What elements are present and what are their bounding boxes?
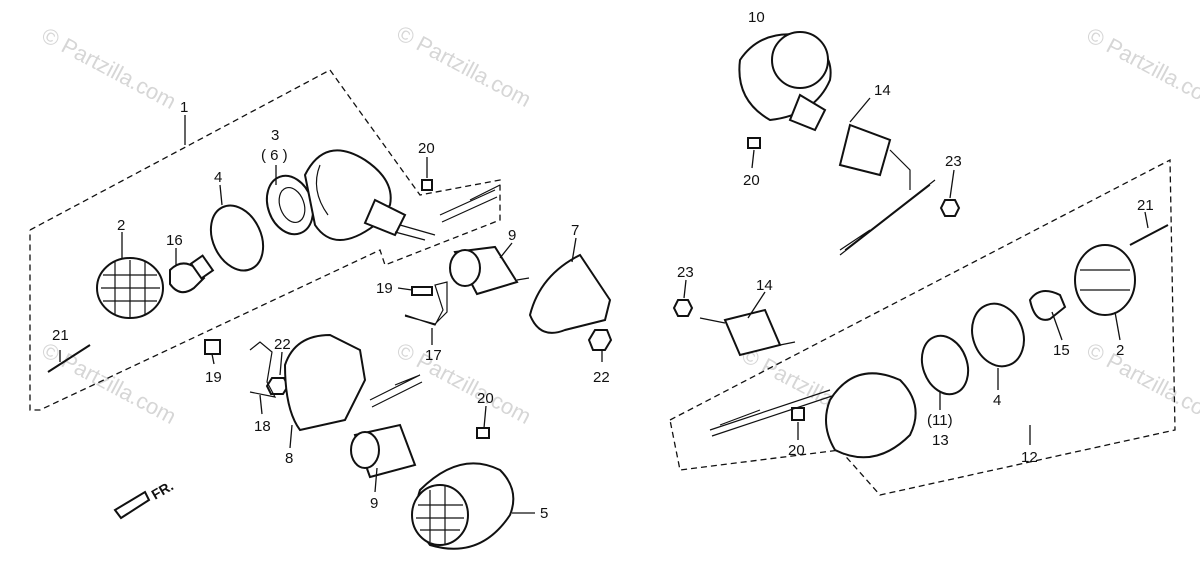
rim-ring-right <box>971 302 1025 368</box>
turn-signal-10 <box>738 31 832 132</box>
screw-20-mid <box>476 427 490 439</box>
label-part-21-right: 21 <box>1137 197 1154 214</box>
label-part-2-right: 2 <box>1116 342 1124 359</box>
watermark-5: © Partzilla.com <box>393 337 536 429</box>
label-part-14-mid: 14 <box>756 277 773 294</box>
rim-ring-left <box>209 204 265 272</box>
label-part-22-left: 22 <box>274 336 291 353</box>
label-part-20-rt: 20 <box>743 172 760 189</box>
wires-upper <box>439 184 501 223</box>
nut-23-mid <box>672 299 694 317</box>
wires-lower <box>369 374 423 408</box>
screw-20-top <box>421 179 433 191</box>
label-part-13: 13 <box>932 432 949 449</box>
label-part-9-upper: 9 <box>508 227 516 244</box>
bulb-right <box>1028 290 1067 321</box>
label-part-1: 1 <box>180 99 188 116</box>
label-part-6: ( 6 ) <box>261 147 288 164</box>
watermark-7: © Partzilla.com <box>1083 337 1200 429</box>
screw-20-rt <box>747 137 761 149</box>
label-part-10: 10 <box>748 9 765 26</box>
bulb-left <box>169 254 215 294</box>
watermark-3: © Partzilla.com <box>1083 22 1200 114</box>
part-labels: 1 2 3 ( 6 ) 4 16 20 9 7 19 17 22 21 22 1… <box>52 9 1154 522</box>
bolt-21-left <box>47 344 91 373</box>
label-part-8: 8 <box>285 450 293 467</box>
label-part-4-left: 4 <box>214 169 222 186</box>
label-part-7: 7 <box>571 222 579 239</box>
label-part-19-lower: 19 <box>205 369 222 386</box>
clamp-17 <box>404 281 448 326</box>
lens-left <box>96 257 164 319</box>
nut-23-top <box>939 199 961 217</box>
bolt-21-right <box>1129 224 1169 246</box>
label-part-18: 18 <box>254 418 271 435</box>
relay-14-top <box>838 123 911 190</box>
housing-left <box>303 149 436 241</box>
socket-left <box>265 174 315 236</box>
label-part-19-upper: 19 <box>376 280 393 297</box>
lens-right <box>1074 244 1136 316</box>
label-part-22-right: 22 <box>593 369 610 386</box>
screw-20-br <box>791 407 805 421</box>
label-part-9-lower: 9 <box>370 495 378 512</box>
label-part-4-right: 4 <box>993 392 1001 409</box>
nut-22-right <box>587 329 613 351</box>
assembly-12-outline <box>669 158 1176 496</box>
front-indicator-label: FR. <box>149 477 177 502</box>
label-part-11: (11) <box>927 412 953 429</box>
label-part-3: 3 <box>271 127 279 144</box>
label-part-20-mid: 20 <box>477 390 494 407</box>
label-part-16: 16 <box>166 232 183 249</box>
watermark-1: © Partzilla.com <box>38 22 181 114</box>
socket-right <box>920 334 970 396</box>
watermark-4: © Partzilla.com <box>38 337 181 429</box>
label-part-2-left: 2 <box>117 217 125 234</box>
clamp-18 <box>249 341 277 398</box>
wires-lower-right <box>709 389 833 437</box>
bracket-8 <box>283 333 367 432</box>
relay-14-mid <box>699 308 796 357</box>
relay-9-upper <box>449 245 530 296</box>
screw-19-lower <box>204 339 221 355</box>
label-part-23-mid: 23 <box>677 264 694 281</box>
label-part-12: 12 <box>1021 449 1038 466</box>
bracket-7 <box>528 253 612 334</box>
label-part-20-top: 20 <box>418 140 435 157</box>
wires-top-right <box>839 179 936 256</box>
label-part-14-top: 14 <box>874 82 891 99</box>
leader-lines <box>59 97 1149 514</box>
label-part-21-left: 21 <box>52 327 69 344</box>
label-part-20-br: 20 <box>788 442 805 459</box>
watermark-2: © Partzilla.com <box>393 20 536 112</box>
nut-22-left <box>265 377 290 395</box>
turn-signal-5 <box>411 462 515 550</box>
housing-right <box>825 372 917 459</box>
label-part-23-top: 23 <box>945 153 962 170</box>
front-arrow: FR. <box>113 477 177 520</box>
relay-9-lower <box>350 423 417 479</box>
assembly-1-outline <box>29 69 501 411</box>
screw-19-upper <box>411 286 433 296</box>
label-part-5: 5 <box>540 505 548 522</box>
label-part-17: 17 <box>425 347 442 364</box>
label-part-15: 15 <box>1053 342 1070 359</box>
